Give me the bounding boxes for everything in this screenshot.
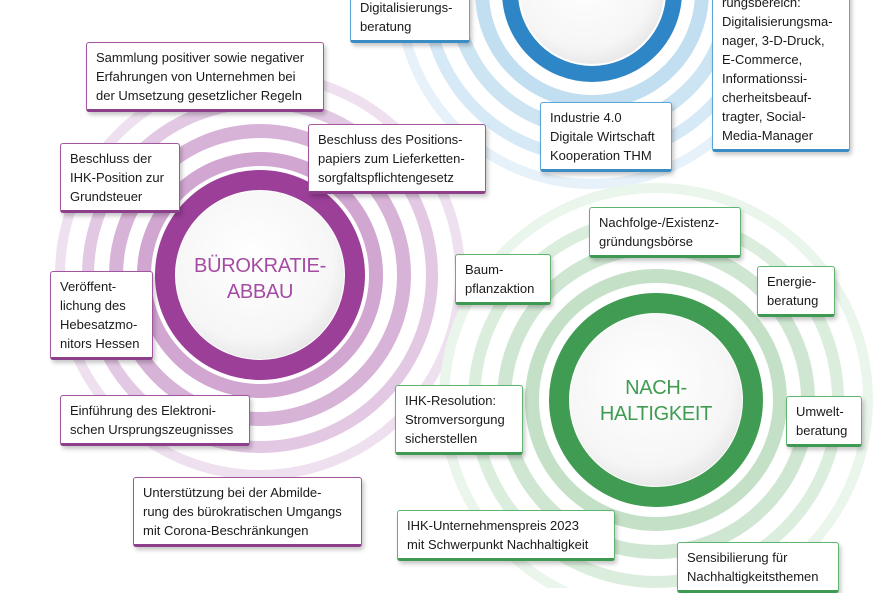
box-digitalisierungsberatung: Digitalisierungs- beratung [350,0,470,43]
box-energie: Energie- beratung [757,266,835,317]
box-grundsteuer: Beschluss der IHK-Position zur Grundsteu… [60,143,180,213]
digital-hub [520,0,664,64]
nachhaltigkeit-ring [525,269,787,531]
nachhaltigkeit-hub [570,314,742,486]
box-sensibilisierung: Sensibilierung für Nachhaltigkeitsthemen [677,542,839,593]
digital-ring [395,0,789,189]
digital-hub-ring [502,0,682,82]
box-resolution: IHK-Resolution: Stromversorgung sicherst… [395,385,523,455]
box-rungsbereich: rungsbereich: Digitalisierungsma- nager,… [712,0,850,152]
buerokratie-line2: ABBAU [226,281,294,303]
box-nachfolge: Nachfolge-/Existenz- gründungsbörse [589,207,741,258]
box-hebesatz: Veröffent- lichung des Hebesatzmo- nitor… [50,271,153,360]
box-ursprung: Einführung des Elektroni- schen Ursprung… [60,395,250,446]
nachhaltigkeit-line2: HALTIGKEIT [599,403,713,425]
box-umwelt: Umwelt- beratung [786,396,862,447]
buerokratie-hub [176,191,344,359]
buerokratie-line1: BÜROKRATIE- [194,255,326,277]
box-lieferketten: Beschluss des Positions- papiers zum Lie… [308,124,486,194]
buerokratie-hub-ring [155,170,365,380]
nachhaltigkeit-hub-ring [549,293,763,507]
buerokratie-hub-label: BÜROKRATIE- ABBAU [180,253,340,305]
box-preis: IHK-Unternehmenspreis 2023 mit Schwerpun… [397,510,615,561]
box-sammlung: Sammlung positiver sowie negativer Erfah… [86,42,324,112]
box-corona: Unterstützung bei der Abmilde- rung des … [133,477,362,547]
box-baum: Baum- pflanzaktion [455,254,551,305]
nachhaltigkeit-line1: NACH- [625,377,687,399]
nachhaltigkeit-hub-label: NACH- HALTIGKEIT [576,375,736,427]
box-industrie: Industrie 4.0 Digitale Wirtschaft Kooper… [540,102,672,172]
